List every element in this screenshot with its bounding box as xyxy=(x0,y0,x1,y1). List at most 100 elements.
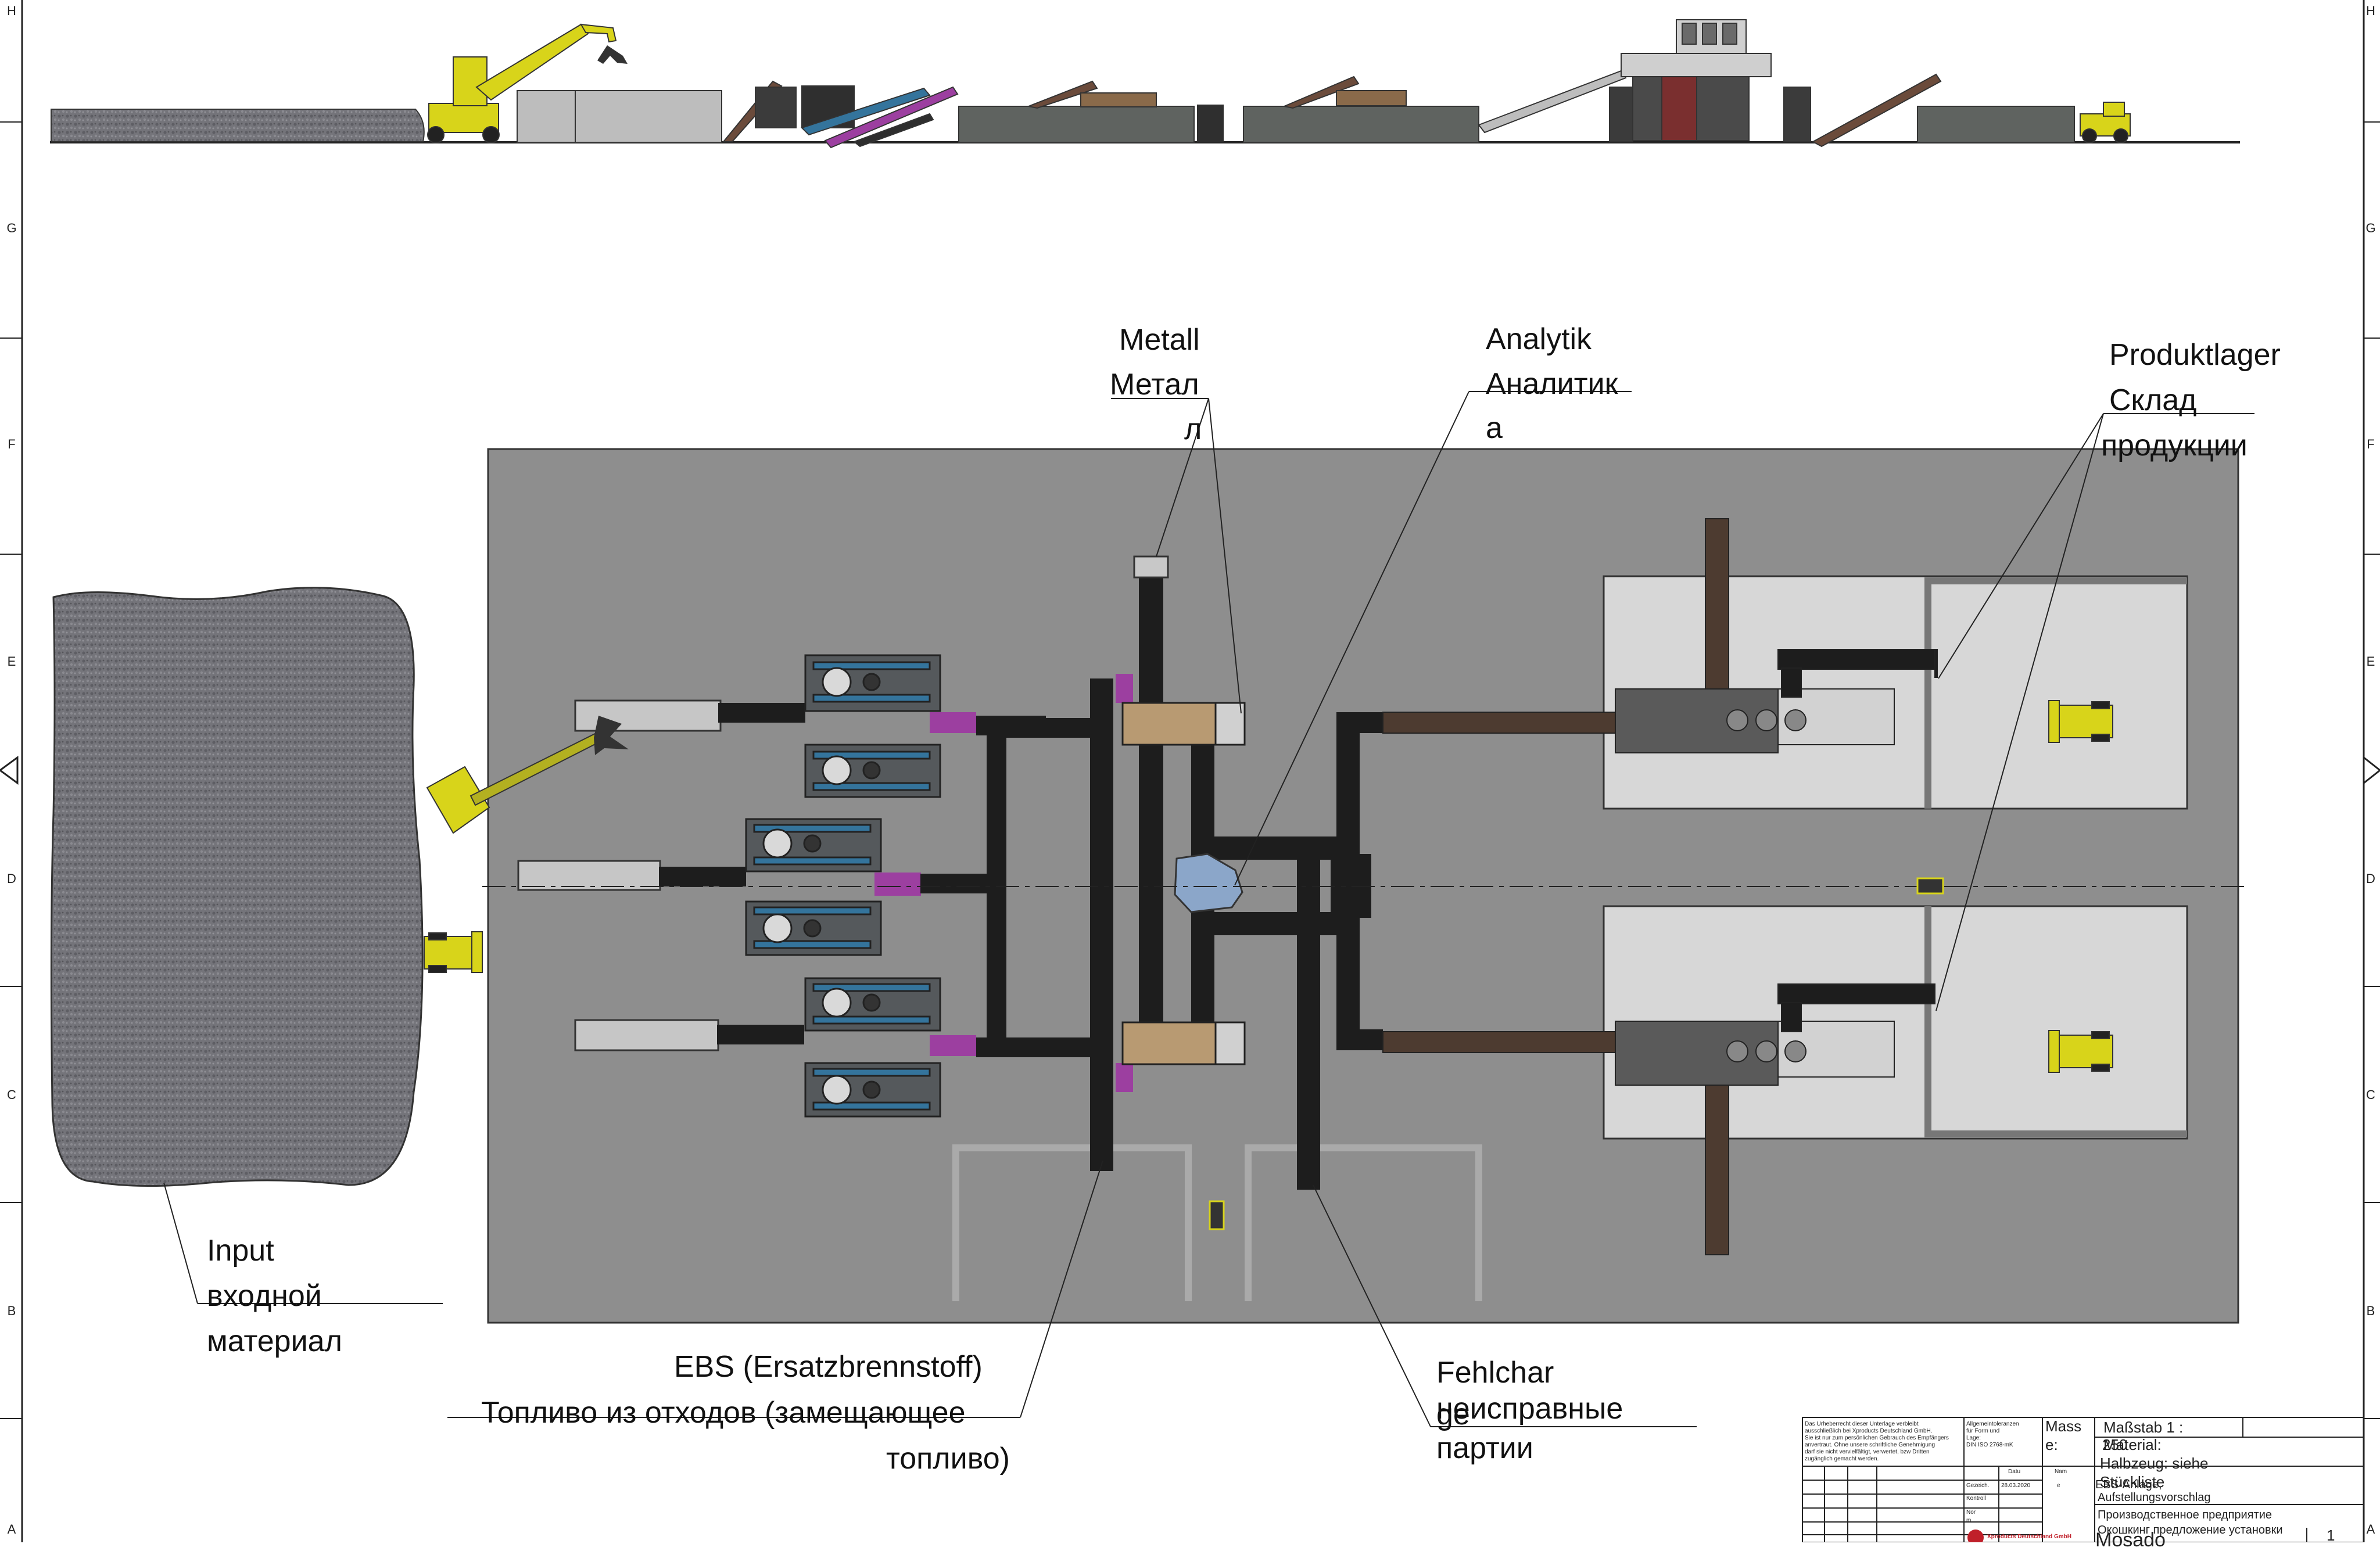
label-produktlager-ru-1: Склад xyxy=(2109,383,2197,417)
title-block-scale-label: Maßstab 1 : xyxy=(2103,1419,2184,1436)
title-block-norm: Nor xyxy=(1966,1509,1976,1516)
wheel-loader-storage-bottom xyxy=(2048,1030,2113,1073)
shredder-6 xyxy=(804,1062,941,1118)
shredder-5 xyxy=(804,977,941,1032)
row-letter-right-d: D xyxy=(2366,871,2375,886)
handler-grapple xyxy=(594,716,629,755)
elevation-hall-2 xyxy=(1243,106,1479,143)
title-block-tolerances: Allgemeintoleranzen für Form und Lage: D… xyxy=(1966,1421,2019,1448)
frame-ticks-left xyxy=(0,121,22,1419)
row-letter-left-e: E xyxy=(8,654,16,669)
elevation-screen-1 xyxy=(1080,92,1157,107)
plan-view xyxy=(50,448,2246,1324)
title-block-material: Material: xyxy=(2103,1436,2162,1453)
refining-line-bottom xyxy=(1615,983,1935,1086)
analyser-unit xyxy=(1174,853,1243,913)
shredder-units xyxy=(745,654,941,1118)
storage-partition-bottom xyxy=(1924,906,2187,1137)
row-letter-left-h: H xyxy=(7,3,16,18)
label-ebs-de: EBS (Ersatzbrennstoff) xyxy=(674,1350,983,1384)
title-block-gezeichnet: Gezeich. xyxy=(1966,1482,1990,1489)
row-letter-right-b: B xyxy=(2367,1304,2375,1318)
title-block-name-header: Nam xyxy=(2055,1469,2067,1475)
title-block-scale-value: 250 xyxy=(2102,1436,2128,1453)
elevation-feed-bunker-2 xyxy=(575,90,722,143)
label-produktlager-de: Produktlager xyxy=(2109,338,2281,372)
label-fehlcharge-de-2: ge xyxy=(1436,1398,1470,1431)
shredder-3 xyxy=(745,818,882,873)
label-metal-ru-2: л xyxy=(1184,412,1202,446)
screening-machines xyxy=(1121,702,1246,1065)
storage-partition-top xyxy=(1924,577,2187,809)
feed-conveyors xyxy=(659,703,805,1044)
material-handler-plan xyxy=(426,731,604,834)
row-letter-left-g: G xyxy=(6,221,16,235)
elevation-conveyor-1 xyxy=(1026,80,1098,109)
elevation-drive-unit xyxy=(1197,105,1224,142)
label-input-de: Input xyxy=(207,1234,274,1268)
title-block-gezeichnet-date: 28.03.2020 xyxy=(2001,1482,2031,1489)
brown-conveyors xyxy=(1382,518,1729,1255)
frame-ticks-right xyxy=(2364,121,2380,1419)
title-block-legal: Das Urheberrecht dieser Unterlage verble… xyxy=(1805,1421,1949,1462)
elevation-long-conveyor xyxy=(1478,70,1627,134)
elevation-product-conveyor xyxy=(1811,73,1942,148)
wheel-loader-storage-top xyxy=(2048,700,2113,743)
row-letter-left-a: A xyxy=(8,1522,16,1536)
row-letter-right-c: C xyxy=(2366,1087,2375,1102)
label-fehlcharge-ru-2: партии xyxy=(1436,1431,1533,1465)
title-block-company: Xproducts Deutschland GmbH xyxy=(1987,1534,2072,1540)
elevation-processing-tower xyxy=(1609,19,1811,142)
title-block-title-ru-2: Окошкинг предложение установки xyxy=(2098,1524,2283,1536)
row-letter-left-f: F xyxy=(8,437,15,451)
label-produktlager-ru-2: продукции xyxy=(2101,429,2248,462)
transfer-chutes xyxy=(874,674,1133,1092)
title-block-title-ru-1: Производственное предприятие xyxy=(2098,1509,2273,1521)
title-block-datum-header: Datu xyxy=(2008,1469,2021,1475)
row-letter-right-e: E xyxy=(2367,654,2375,669)
shredder-2 xyxy=(804,744,941,798)
title-block-project: Mosado xyxy=(2095,1529,2166,1551)
row-letter-right-a: A xyxy=(2367,1522,2375,1536)
title-block-norm-b: m xyxy=(1966,1517,1972,1524)
frame-center-arrows xyxy=(0,755,2380,785)
title-block-stueckliste: Stückliste xyxy=(2100,1473,2165,1491)
title-block-sheet: 1 xyxy=(2327,1527,2335,1544)
container-bay-left xyxy=(952,1144,1192,1301)
title-block-title-2: Aufstellungsvorschlag xyxy=(2098,1491,2211,1504)
shredder-1 xyxy=(804,654,941,712)
wheel-loader-input xyxy=(424,931,483,973)
label-analytik-de: Analytik xyxy=(1486,322,1592,356)
elevation-feed-bunker-1 xyxy=(517,90,576,143)
label-input-ru-2: материал xyxy=(207,1324,342,1358)
label-ebs-ru-1: Топливо из отходов (замещающее xyxy=(481,1396,966,1430)
label-input-ru-1: входной xyxy=(207,1279,322,1313)
forklift xyxy=(1209,1200,1225,1230)
elevation-product-storage xyxy=(1917,106,2075,143)
side-elevation-view xyxy=(50,19,2240,149)
row-letter-left-b: B xyxy=(8,1304,16,1318)
label-metal-ru-1: Метал xyxy=(1110,368,1199,401)
label-analytik-ru-2: а xyxy=(1486,411,1503,445)
title-block-title-1: EBS-Anlage, xyxy=(2095,1478,2162,1491)
elevation-grapple xyxy=(597,45,628,64)
input-material-pile xyxy=(50,587,424,1187)
conveyor-network xyxy=(920,555,1383,1190)
row-letter-left-d: D xyxy=(7,871,16,886)
row-letter-right-h: H xyxy=(2366,3,2375,18)
elevation-input-pile xyxy=(51,109,425,142)
feed-bunker-bottom xyxy=(574,1019,719,1051)
label-fehlcharge-de-1: Fehlchar xyxy=(1436,1356,1554,1390)
elevation-screen-2 xyxy=(1336,90,1407,106)
elevation-material-handler xyxy=(427,23,617,143)
title-block-mass-1: Mass xyxy=(2045,1417,2082,1435)
elevation-conveyor-2 xyxy=(1282,76,1360,109)
elevation-wheel-loader xyxy=(2080,102,2131,143)
row-letter-right-g: G xyxy=(2365,221,2375,235)
container-bay-right xyxy=(1245,1144,1482,1301)
elevation-shredder-line xyxy=(722,80,959,149)
label-analytik-ru-1: Аналитик xyxy=(1486,367,1618,401)
title-block-mass-2: e: xyxy=(2045,1436,2058,1453)
